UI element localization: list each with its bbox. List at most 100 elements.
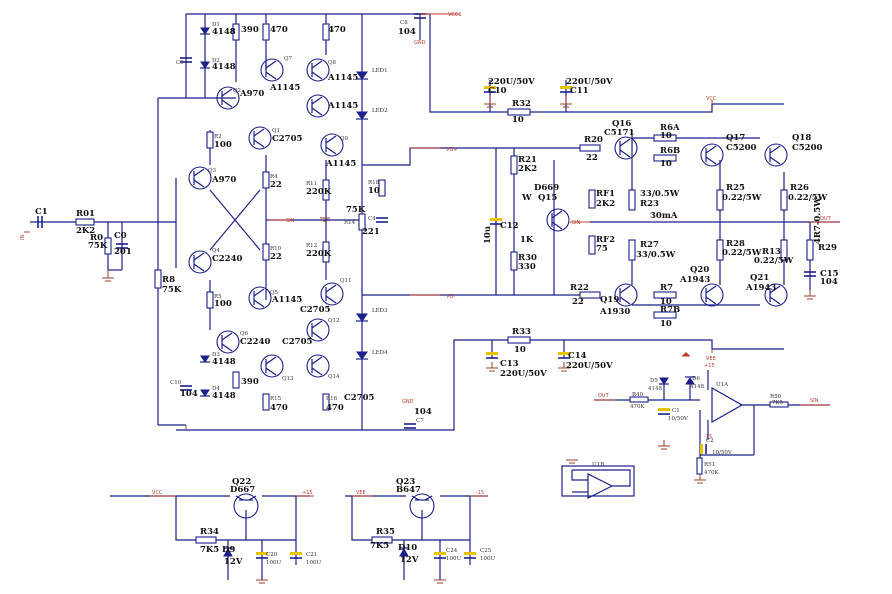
label-q6-value: C2240 [240, 337, 271, 347]
capacitor-c0 [116, 243, 128, 249]
resistor-r33 [507, 336, 531, 344]
resistor-r13 [780, 239, 788, 261]
diode-d6 [685, 376, 695, 385]
label-c15-value: 104 [820, 277, 838, 287]
label-r01: R01 [76, 209, 95, 219]
label-d5-value: 4148 [648, 386, 662, 392]
label-r6b-value: 10 [660, 159, 672, 169]
label-q16-value: C5171 [604, 128, 635, 138]
label-r25-value: 0.22/5W [722, 193, 762, 203]
label-q1: Q1 [272, 128, 280, 134]
label-c0: C0 [114, 231, 127, 241]
label-c10-small-value: 104 [180, 389, 198, 399]
label-r6a: R6A [660, 123, 680, 133]
label-r18-value: 10 [368, 186, 380, 196]
net-vo-pos: VO+ [446, 147, 457, 153]
resistor-r9 [232, 371, 240, 389]
transistor-q5 [248, 286, 272, 310]
label-q3: Q3 [208, 168, 217, 174]
label-q14: Q14 [328, 374, 340, 380]
label-r16-value: 470 [326, 403, 344, 413]
label-led1: LED1 [372, 68, 388, 74]
label-q20-value: A1943 [679, 275, 710, 285]
opamp-u1b [587, 473, 614, 499]
label-q14-value: C2705 [344, 393, 375, 403]
label-q19: Q19 [600, 295, 619, 305]
net-in: IN [20, 235, 26, 240]
capacitor-c11 [560, 86, 572, 93]
label-q23-value: B647 [396, 485, 421, 495]
resistor-r3 [262, 23, 270, 41]
resistor-r0 [104, 237, 112, 255]
label-r5-value: 100 [214, 299, 232, 309]
label-q15-value: 1K [520, 235, 534, 245]
label-r40-value: 470K [630, 404, 645, 410]
label-r11: R11 [306, 181, 317, 187]
label-r9-value: 390 [241, 377, 259, 387]
label-r7-value: 10 [660, 297, 672, 307]
label-r10-value: 22 [270, 252, 282, 262]
diode-d4 [200, 389, 210, 397]
label-c0-value: 201 [114, 247, 132, 257]
label-r14-value: 75K [346, 205, 366, 215]
label-q15: Q15 [538, 193, 557, 203]
label-q4: Q4 [212, 248, 221, 254]
label-r6-value: 470 [328, 25, 346, 35]
label-q18: Q18 [792, 133, 811, 143]
resistor-rf2 [588, 235, 596, 255]
label-r8-value: 75K [162, 285, 182, 295]
resistor-r40 [629, 396, 649, 403]
resistor-r35 [371, 536, 393, 544]
label-d5: D5 [650, 378, 658, 384]
label-r7: R7 [660, 283, 673, 293]
transistor-q23 [409, 493, 435, 519]
resistor-r23 [628, 189, 636, 211]
net-out: OUT [820, 216, 832, 222]
label-r2-value: 100 [214, 140, 232, 150]
label-c14-value: 220U/50V [566, 361, 613, 371]
label-led3: LED3 [372, 308, 388, 314]
resistor-r29 [806, 239, 814, 261]
capacitor-c24 [434, 552, 446, 559]
diode-d1 [200, 27, 210, 35]
resistor-r30 [510, 251, 518, 271]
label-r28-value: 0.22/5W [722, 248, 762, 258]
led-2 [356, 111, 368, 120]
net-plus15: +15 [704, 363, 715, 369]
capacitor-c13 [486, 352, 498, 359]
label-c1: C1 [35, 207, 48, 217]
zener-d9 [223, 547, 233, 557]
grounds [102, 96, 816, 584]
resistor-r7 [653, 291, 677, 299]
label-c9: C9 [176, 60, 184, 66]
capacitors [37, 13, 816, 559]
transistor-q11 [320, 282, 344, 306]
label-d9: D9 [222, 545, 235, 555]
label-u1a: U1A [716, 382, 729, 388]
label-r7b-value: 10 [660, 319, 672, 329]
label-d6-value: 4148 [690, 384, 704, 390]
zener-d10 [399, 547, 409, 557]
resistor-r6 [322, 23, 330, 41]
diode-d2 [200, 61, 210, 69]
label-q9: Q9 [340, 136, 349, 142]
resistor-r27 [628, 239, 636, 261]
label-led2: LED2 [372, 108, 388, 114]
ground-symbol [320, 217, 330, 222]
label-c11-value: 220U/50V [566, 77, 613, 87]
label-c21-value: 100U [306, 560, 321, 566]
label-r21: R21 [518, 155, 537, 165]
label-q17: Q17 [726, 133, 745, 143]
label-r12: R12 [306, 243, 317, 249]
capacitor-c1 [37, 216, 43, 228]
label-q21-value: A1943 [745, 283, 776, 293]
capacitor-c7 [404, 423, 416, 429]
label-u1b: U1B [592, 462, 604, 468]
capacitor-c4 [376, 217, 388, 223]
label-c4: C4 [368, 216, 376, 222]
opamps [587, 386, 744, 499]
label-d3: D3 [212, 352, 220, 358]
net-vee: VEE [706, 356, 716, 362]
label-d10: D10 [398, 543, 417, 553]
label-r50: R50 [770, 394, 782, 400]
